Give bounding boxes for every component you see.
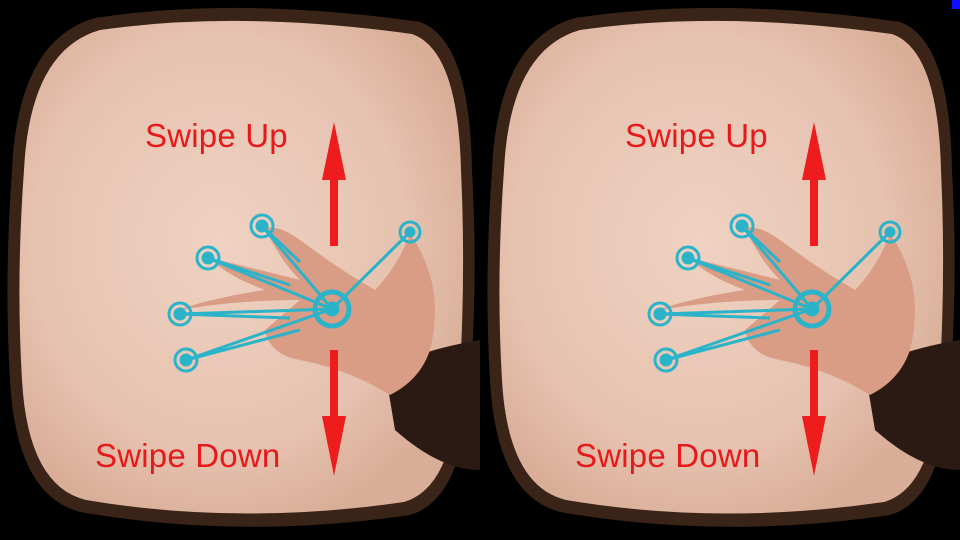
left-eye-view: Swipe Up Swipe Down xyxy=(7,7,480,527)
status-indicator-icon xyxy=(952,0,960,9)
hand-tracking-skeleton-icon xyxy=(167,213,422,373)
hand-tracking-skeleton-icon xyxy=(647,213,902,373)
arrow-up-icon xyxy=(322,122,346,246)
swipe-up-label: Swipe Up xyxy=(145,117,288,154)
arrow-down-icon xyxy=(802,350,826,476)
right-eye-scene xyxy=(487,7,960,527)
left-eye-scene xyxy=(7,7,480,527)
arrow-up-icon xyxy=(802,122,826,246)
arrow-down-icon xyxy=(322,350,346,476)
swipe-up-label: Swipe Up xyxy=(625,117,768,154)
swipe-down-label: Swipe Down xyxy=(575,437,761,474)
swipe-down-label: Swipe Down xyxy=(95,437,281,474)
right-eye-view: Swipe Up Swipe Down xyxy=(480,0,960,540)
